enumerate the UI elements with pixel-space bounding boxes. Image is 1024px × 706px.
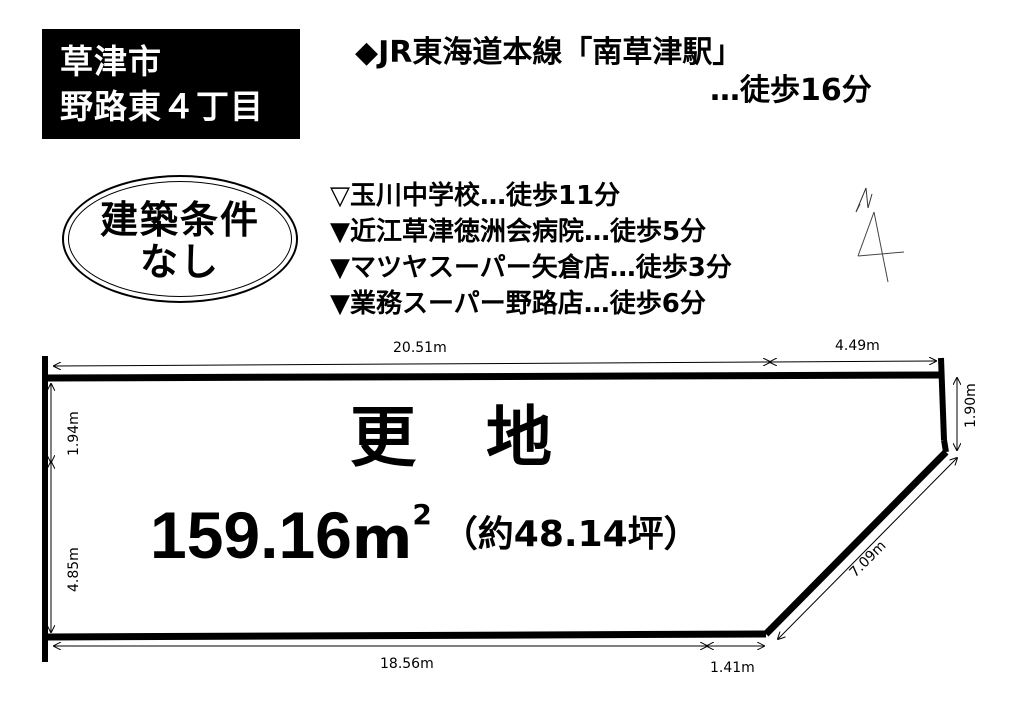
- north-arrow-icon: [855, 187, 905, 283]
- station-info: ◆JR東海道本線「南草津駅」 …徒歩16分: [355, 34, 872, 110]
- location-box: 草津市 野路東４丁目: [42, 29, 300, 139]
- dim-bottom-main: 18.56m: [380, 656, 434, 672]
- facility-text: 玉川中学校…徒歩11分: [350, 181, 621, 211]
- area-value: 159.16: [150, 498, 352, 572]
- facility-item: ▼業務スーパー野路店…徒歩6分: [330, 286, 732, 322]
- land-type-title: 更地: [350, 399, 622, 476]
- dim-left-lower: 4.85m: [66, 547, 82, 592]
- facility-text: 近江草津徳洲会病院…徒歩5分: [350, 217, 707, 247]
- filled-triangle-icon: ▼: [330, 253, 350, 283]
- dimension-lines: [51, 361, 957, 646]
- facility-item: ▼近江草津徳洲会病院…徒歩5分: [330, 214, 732, 250]
- facility-item: ▽玉川中学校…徒歩11分: [330, 178, 732, 214]
- dim-left-upper: 1.94m: [66, 411, 82, 456]
- outline-triangle-icon: ▽: [330, 181, 350, 211]
- area-unit: m: [351, 504, 413, 572]
- building-condition-badge: 建築条件 なし: [62, 175, 298, 303]
- facility-list: ▽玉川中学校…徒歩11分 ▼近江草津徳洲会病院…徒歩5分 ▼マツヤスーパー矢倉店…: [330, 178, 732, 322]
- station-line: ◆JR東海道本線「南草津駅」: [355, 35, 743, 70]
- facility-text: 業務スーパー野路店…徒歩6分: [350, 289, 706, 319]
- land-area: 159.16m2 （約48.14坪）: [150, 495, 700, 575]
- location-city: 草津市: [60, 42, 162, 81]
- dim-top-right: 4.49m: [835, 338, 880, 354]
- area-unit-squared: 2: [412, 498, 432, 531]
- dim-bottom-right: 1.41m: [710, 660, 755, 676]
- facility-item: ▼マツヤスーパー矢倉店…徒歩3分: [330, 250, 732, 286]
- location-town: 野路東４丁目: [60, 87, 264, 126]
- filled-triangle-icon: ▼: [330, 289, 350, 319]
- facility-text: マツヤスーパー矢倉店…徒歩3分: [350, 253, 732, 283]
- area-tsubo: （約48.14坪）: [441, 514, 700, 555]
- station-walk: …徒歩16分: [710, 73, 872, 108]
- dim-right: 1.90m: [963, 383, 979, 428]
- filled-triangle-icon: ▼: [330, 217, 350, 247]
- dim-top-main: 20.51m: [393, 340, 447, 356]
